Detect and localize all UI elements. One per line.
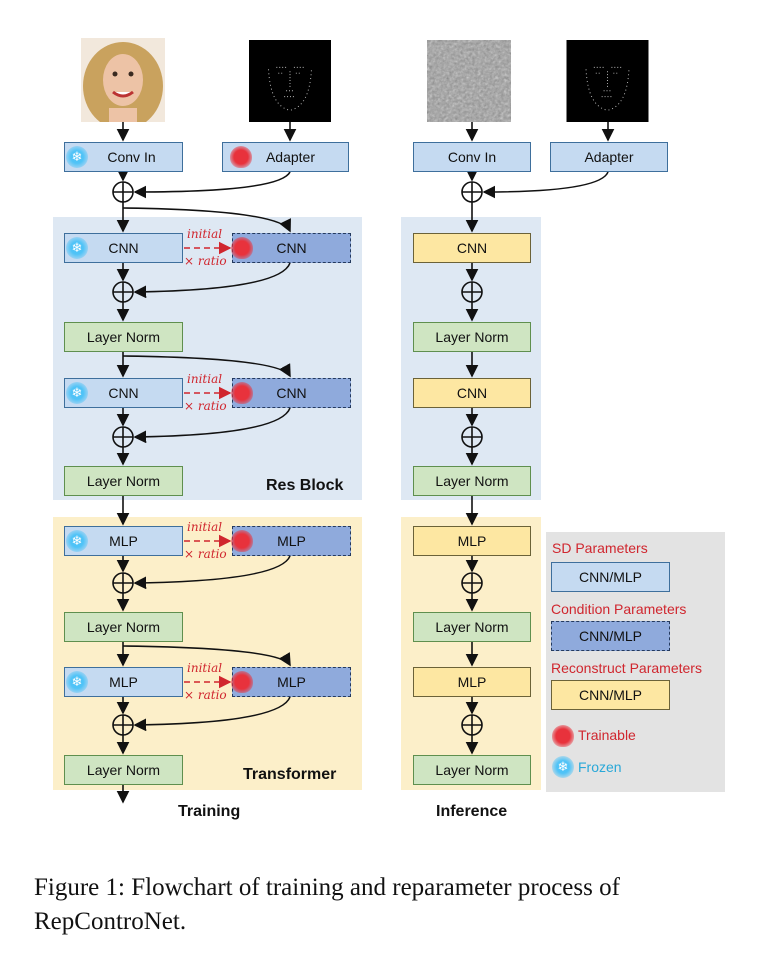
block-label: CNN [108,385,139,401]
inference-cnn-block-1: CNN [413,233,531,263]
legend-reconstruct-box: CNN/MLP [551,680,670,710]
figure-caption-line-1: Figure 1: Flowchart of training and repa… [34,874,620,901]
ratio-label: × ratio [184,399,227,413]
block-label: Layer Norm [435,762,509,778]
res-block-label: Res Block [266,477,344,494]
legend-condition-label: Condition Parameters [551,601,687,617]
block-label: CNN [456,240,488,256]
block-label: MLP [457,674,487,690]
training-label: Training [178,803,241,820]
flame-icon [231,530,253,552]
flame-icon [552,725,574,747]
flame-icon [230,146,252,168]
snowflake-icon: ❄ [66,671,88,693]
transformer-region-training [53,517,362,790]
initial-label: initial [187,372,223,386]
block-label: Conv In [107,149,156,165]
inference-layer-norm-1: Layer Norm [413,322,531,352]
flame-icon [231,237,253,259]
snowflake-icon: ❄ [66,530,88,552]
landmark-image-inference [566,40,649,122]
legend-frozen-label: Frozen [578,759,622,775]
block-label: MLP [109,674,138,690]
ratio-label: × ratio [184,688,227,702]
block-label: Layer Norm [435,619,509,635]
legend-sd-box: CNN/MLP [551,562,670,592]
face-image [81,38,165,122]
block-label: MLP [109,533,138,549]
initial-label: initial [187,227,223,241]
legend-sd-label: SD Parameters [552,540,648,556]
block-label: Adapter [265,149,316,165]
inference-layer-norm-3: Layer Norm [413,612,531,642]
flame-icon [231,671,253,693]
inference-mlp-block-1: MLP [413,526,531,556]
block-label: Layer Norm [86,762,161,778]
block-label: Layer Norm [435,473,509,489]
flame-icon [231,382,253,404]
figure-caption-line-2: RepControNet. [34,908,187,935]
block-label: MLP [277,674,306,690]
transformer-label: Transformer [243,766,337,783]
layer-norm-block-3: Layer Norm [64,612,183,642]
block-label: CNN/MLP [578,569,642,585]
inference-adapter-block: Adapter [550,142,668,172]
inference-layer-norm-4: Layer Norm [413,755,531,785]
landmark-image [249,40,331,122]
layer-norm-block-4: Layer Norm [64,755,183,785]
legend-condition-box: CNN/MLP [551,621,670,651]
block-label: CNN [276,385,307,401]
cnn-frozen-block-2: CNN [64,378,183,408]
mlp-frozen-block-1: MLP [64,526,183,556]
initial-label: initial [187,661,223,675]
block-label: MLP [277,533,306,549]
block-label: CNN [456,385,488,401]
inference-cnn-block-2: CNN [413,378,531,408]
snowflake-icon: ❄ [66,237,88,259]
block-label: CNN/MLP [578,628,642,644]
block-label: Layer Norm [86,329,161,345]
block-label: Conv In [447,149,497,165]
layer-norm-block-1: Layer Norm [64,322,183,352]
block-label: Layer Norm [86,619,161,635]
block-label: Layer Norm [86,473,161,489]
noise-image [427,40,511,122]
inference-layer-norm-2: Layer Norm [413,466,531,496]
initial-label: initial [187,520,223,534]
block-label: CNN/MLP [578,687,642,703]
inference-conv-in-block: Conv In [413,142,531,172]
snowflake-icon: ❄ [552,756,574,778]
inference-label: Inference [436,803,508,820]
legend-reconstruct-label: Reconstruct Parameters [551,660,702,676]
block-label: Adapter [584,149,634,165]
layer-norm-block-2: Layer Norm [64,466,183,496]
snowflake-icon: ❄ [66,382,88,404]
block-label: MLP [457,533,487,549]
inference-mlp-block-2: MLP [413,667,531,697]
block-label: Layer Norm [435,329,509,345]
block-label: CNN [276,240,307,256]
ratio-label: × ratio [184,254,227,268]
block-label: CNN [108,240,139,256]
snowflake-icon: ❄ [66,146,88,168]
ratio-label: × ratio [184,547,227,561]
legend-trainable-label: Trainable [578,727,636,743]
